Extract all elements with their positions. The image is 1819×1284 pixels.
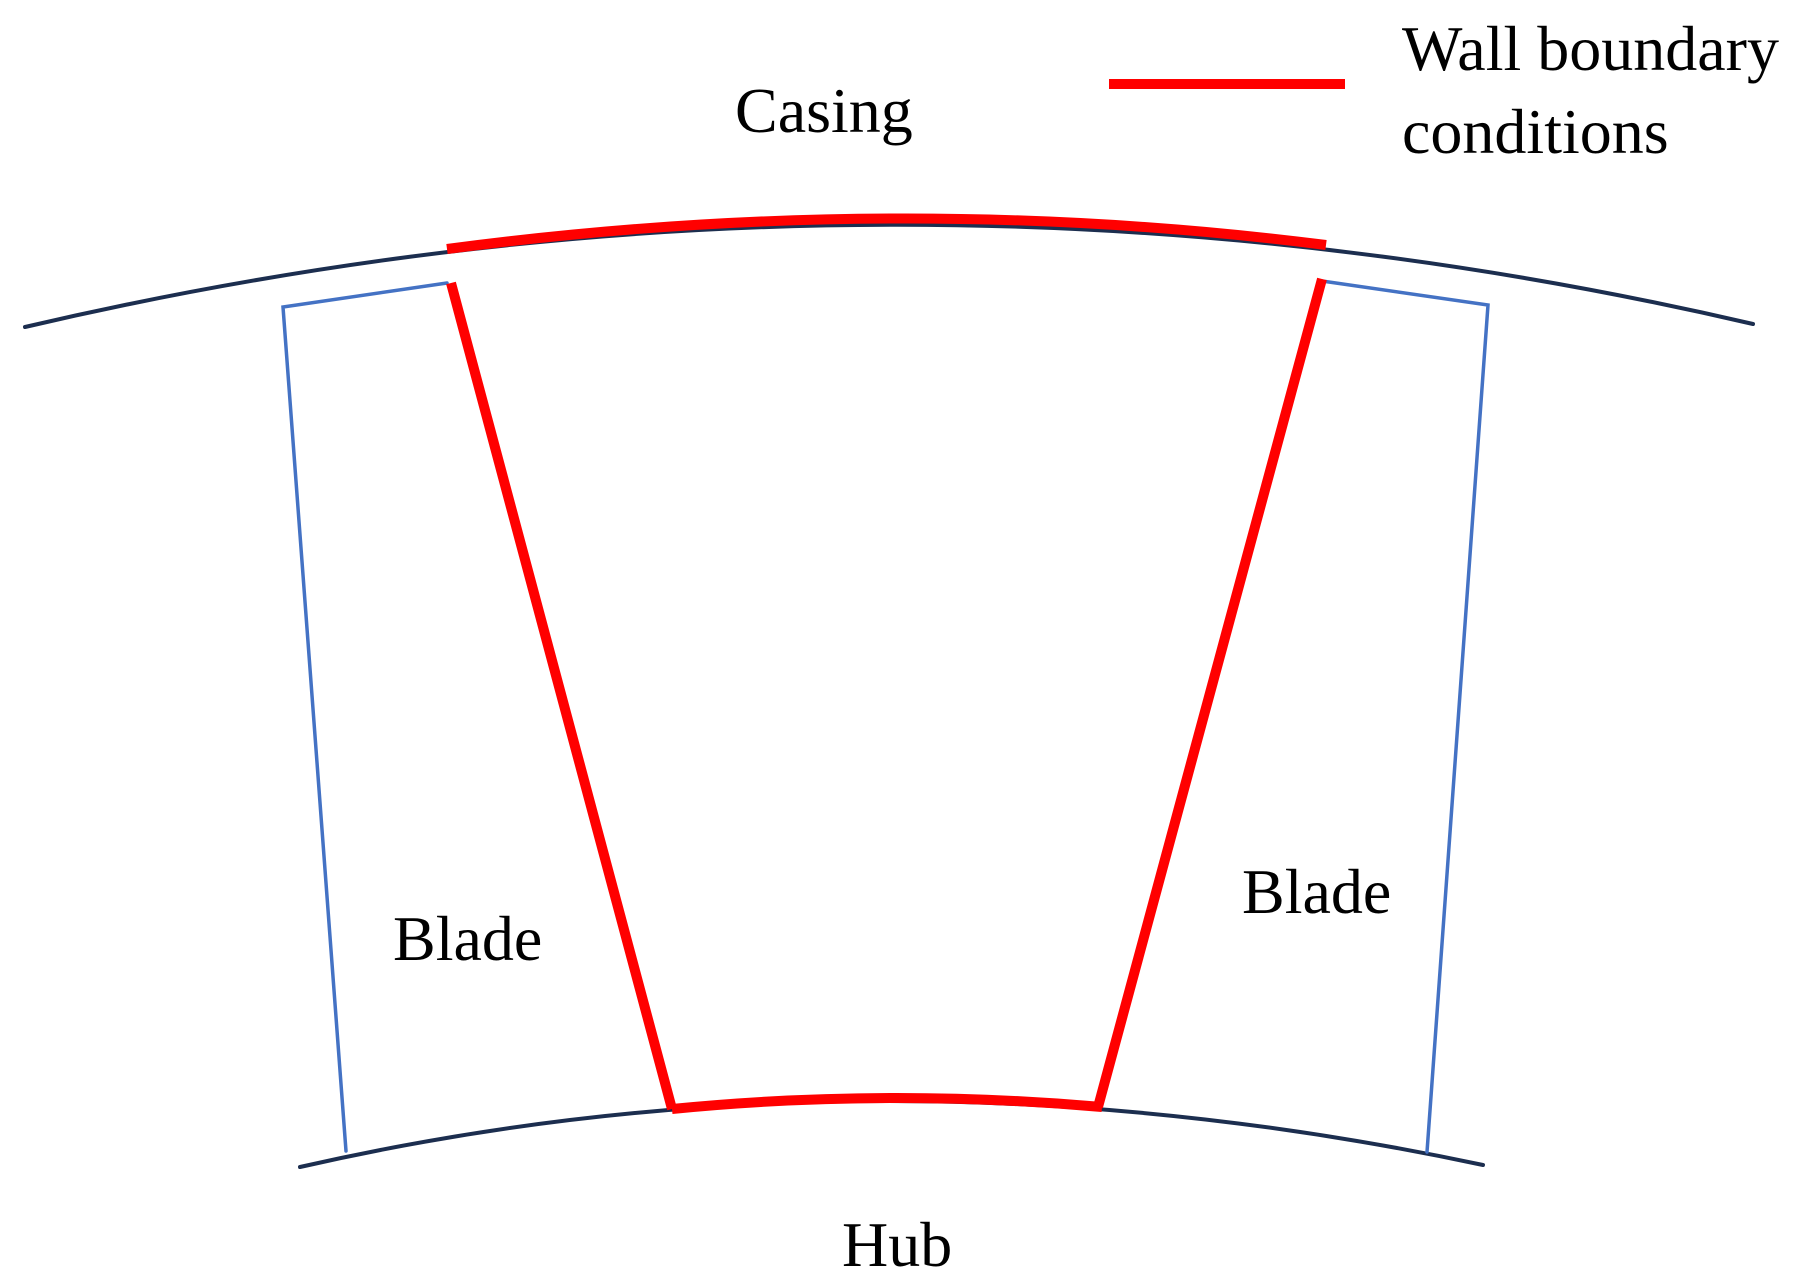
wall-boundary-hub [671, 1092, 1103, 1114]
hub-arc [298, 1099, 1485, 1169]
left-blade-label: Blade [393, 903, 542, 974]
legend-text-line1: Wall boundary [1402, 13, 1779, 84]
right-blade-label: Blade [1242, 856, 1391, 927]
casing-label: Casing [735, 75, 913, 146]
legend-text-line2: conditions [1402, 96, 1669, 167]
casing-arc [23, 222, 1755, 329]
wall-boundary-right [1093, 277, 1327, 1109]
hub-label: Hub [842, 1209, 952, 1280]
right-blade-outline [1320, 279, 1490, 1154]
wall-boundary-casing [446, 213, 1327, 254]
left-blade-outline [281, 281, 449, 1153]
wall-boundary-left [446, 281, 677, 1111]
